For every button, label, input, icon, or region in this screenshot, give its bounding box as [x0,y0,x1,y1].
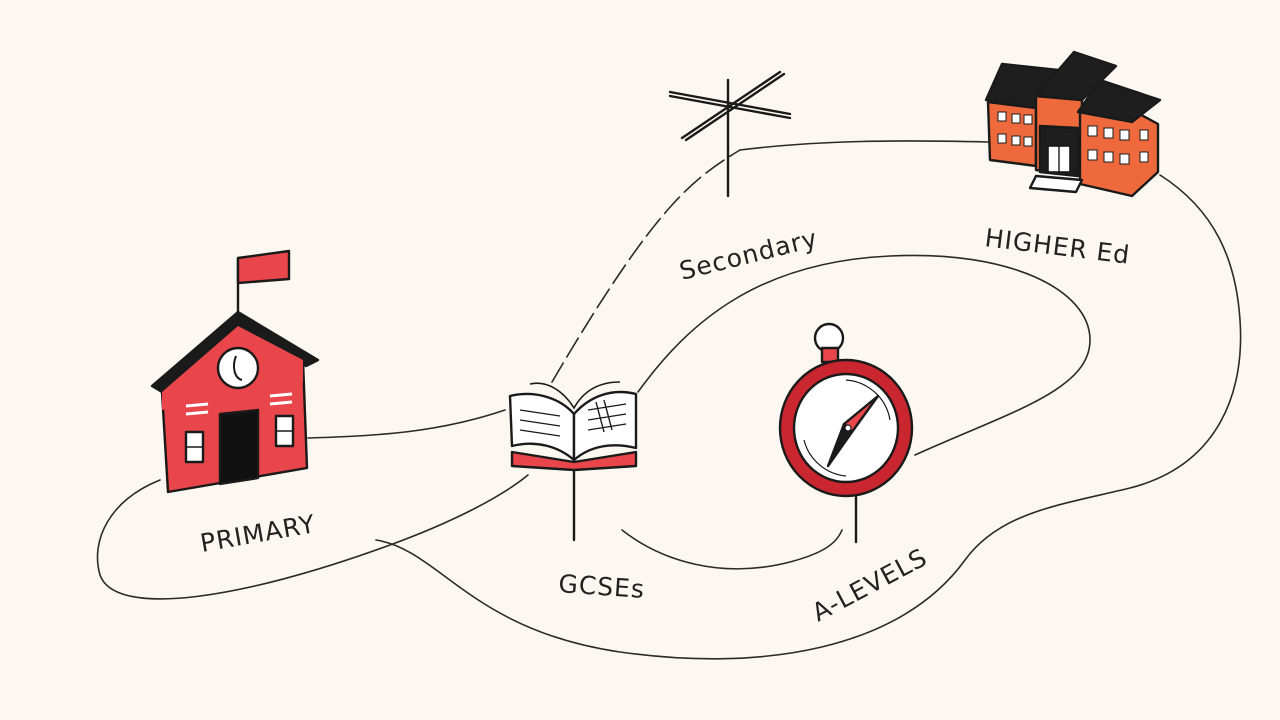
path-outer-sweep [375,174,1242,660]
label-higher-ed: HIGHER Ed [983,223,1132,270]
book-cover [510,450,638,472]
flag [236,249,291,285]
building-right-roof [1076,78,1162,124]
compass-icon [778,322,914,544]
building-left-wing [986,100,1038,168]
book-left-page [508,392,576,462]
label-gcses: GCSEs [558,569,646,604]
path-primary-outer-loop [96,474,529,600]
path-lines [96,140,1242,660]
path-gcses-inner-loop [637,254,1091,456]
path-primary-to-gcses [307,409,506,439]
university-building-icon [984,50,1162,198]
signpost-icon [668,70,792,198]
primary-school-icon [150,249,320,494]
school-door [218,408,260,486]
building-center-roof [1034,50,1118,102]
label-primary: PRIMARY [198,509,318,558]
label-a-levels: A-LEVELS [807,543,932,628]
book-right-page [572,390,638,462]
path-gcses-to-secondary [551,149,741,383]
path-gcses-to-alevels [621,529,843,570]
path-secondary-to-higher [739,140,989,151]
label-secondary: Secondary [676,223,820,285]
building-steps [1028,174,1084,194]
clock-icon [216,346,260,390]
open-book-icon [508,381,638,542]
